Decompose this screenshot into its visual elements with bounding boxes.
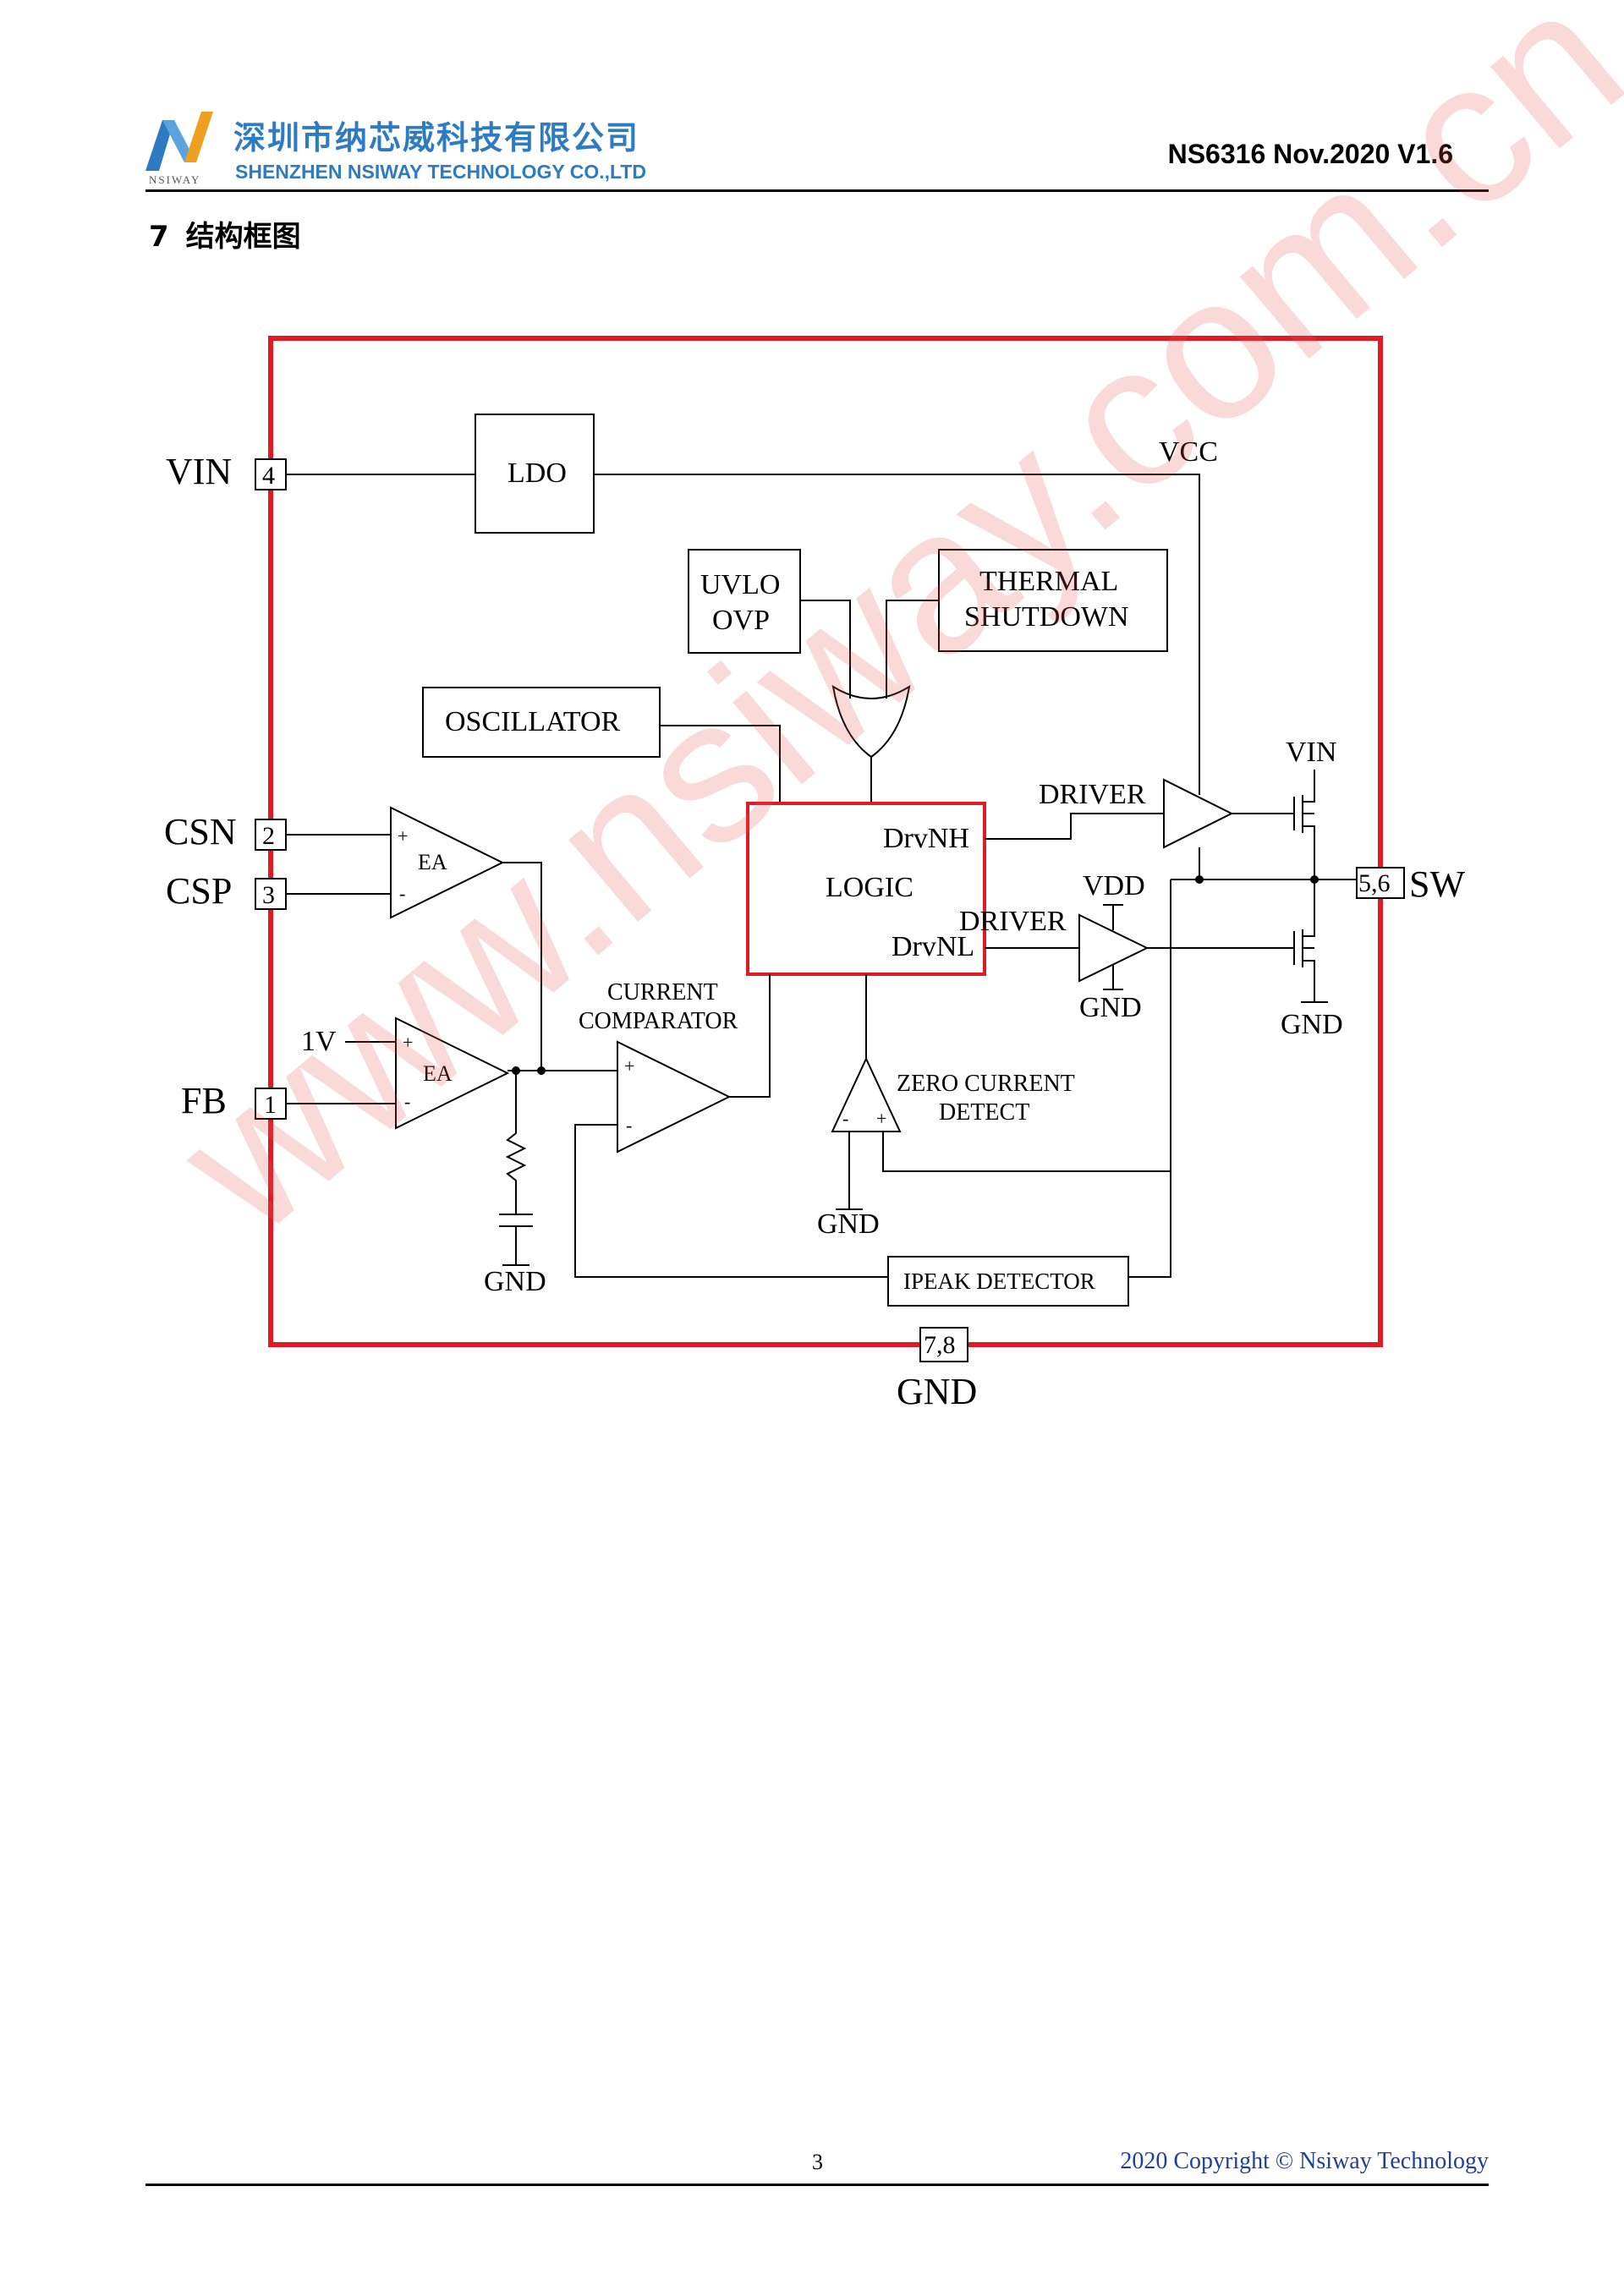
pin-num-sw: 5,6: [1358, 869, 1391, 897]
gnd-zcd-label: GND: [817, 1208, 880, 1240]
or-gate: [831, 684, 911, 759]
gnd-rc-label: GND: [484, 1266, 546, 1297]
ea2-plus: +: [403, 1032, 413, 1053]
ea2-minus: -: [404, 1091, 410, 1112]
nsiway-logo-icon: [145, 112, 213, 171]
section-heading: 7 结构框图: [149, 213, 301, 255]
uvlo-ovp-block: [688, 549, 801, 654]
pin-num-fb: 1: [264, 1091, 277, 1119]
error-amp-1: [390, 806, 505, 919]
pin-box-csp: [255, 878, 287, 910]
ldo-label: LDO: [508, 458, 567, 489]
ovp-label: OVP: [712, 605, 770, 636]
zero-current-label: ZERO CURRENT: [897, 1071, 1075, 1097]
copyright-notice: 2020 Copyright © Nsiway Technology: [1120, 2148, 1489, 2174]
gnd-fet-label: GND: [1281, 1009, 1343, 1040]
one-volt-label: 1V: [301, 1026, 337, 1057]
comp-plus: +: [624, 1055, 634, 1077]
pin-num-vin: 4: [262, 462, 275, 490]
oscillator-label: OSCILLATOR: [445, 706, 620, 737]
footer-rule: [145, 2184, 1489, 2186]
vcc-label: VCC: [1159, 436, 1218, 468]
ea1-minus: -: [399, 883, 405, 904]
driver-high-label: DRIVER: [1039, 779, 1146, 810]
vdd-label: VDD: [1083, 870, 1145, 901]
ea1-plus: +: [398, 825, 408, 847]
junction-sw: [1310, 875, 1319, 884]
pin-label-csp: CSP: [166, 870, 232, 912]
shutdown-label: SHUTDOWN: [964, 601, 1129, 633]
vin-top-label: VIN: [1286, 737, 1336, 768]
compensation-resistor: [505, 1071, 527, 1214]
ipeak-detector-block: [887, 1256, 1129, 1307]
company-name-cn: 深圳市纳芯威科技有限公司: [233, 119, 640, 156]
thermal-label: THERMAL: [979, 566, 1118, 597]
drvnl-label: DrvNL: [892, 931, 974, 962]
pin-box-gnd: [919, 1327, 968, 1362]
section-number: 7: [149, 220, 169, 254]
zero-current-detect: [831, 1056, 902, 1132]
document-id: NS6316 Nov.2020 V1.6: [1167, 139, 1453, 169]
drvnh-label: DrvNH: [883, 823, 969, 854]
zcd-plus: +: [876, 1108, 886, 1129]
pin-num-csp: 3: [262, 881, 275, 909]
error-amp-2: [395, 1016, 510, 1130]
pin-num-gnd: 7,8: [924, 1331, 956, 1359]
ea1-label: EA: [418, 850, 447, 874]
pin-box-vin: [255, 458, 287, 490]
uvlo-label: UVLO: [700, 569, 780, 600]
pin-label-gnd: GND: [897, 1371, 977, 1412]
pin-label-sw: SW: [1409, 863, 1465, 905]
company-name-en: SHENZHEN NSIWAY TECHNOLOGY CO.,LTD: [235, 161, 647, 183]
junction-vcc: [1195, 875, 1204, 884]
zcd-minus: -: [842, 1108, 848, 1129]
gnd-driver-label: GND: [1079, 992, 1142, 1023]
pin-label-csn: CSN: [164, 811, 237, 852]
logic-label: LOGIC: [826, 872, 914, 903]
pin-box-csn: [255, 819, 287, 851]
header-rule: [145, 189, 1489, 192]
logo-wordmark: NSIWAY: [149, 173, 201, 186]
oscillator-block: [422, 687, 661, 758]
junction-ea: [537, 1066, 546, 1075]
driver-high-buffer: [1163, 778, 1234, 849]
ea2-label: EA: [423, 1061, 453, 1086]
section-title: 结构框图: [185, 220, 301, 254]
ic-boundary: [268, 336, 1383, 1347]
pin-box-sw: [1356, 867, 1405, 899]
driver-low-label: DRIVER: [959, 906, 1067, 937]
pin-label-vin: VIN: [166, 451, 232, 492]
current-comparator: [617, 1040, 732, 1153]
comparator-label: COMPARATOR: [579, 1008, 738, 1034]
detect-label: DETECT: [939, 1099, 1029, 1126]
pin-num-csn: 2: [262, 822, 275, 850]
junction-rc: [512, 1066, 520, 1075]
pin-box-fb: [255, 1088, 287, 1120]
pin-label-fb: FB: [181, 1080, 227, 1121]
ipeak-label: IPEAK DETECTOR: [903, 1269, 1095, 1294]
thermal-shutdown-block: [938, 549, 1168, 652]
page-number: 3: [812, 2150, 823, 2174]
comp-minus: -: [626, 1115, 632, 1136]
page-header: 深圳市纳芯威科技有限公司 SHENZHEN NSIWAY TECHNOLOGY …: [0, 0, 1624, 203]
current-label: CURRENT: [607, 979, 718, 1006]
